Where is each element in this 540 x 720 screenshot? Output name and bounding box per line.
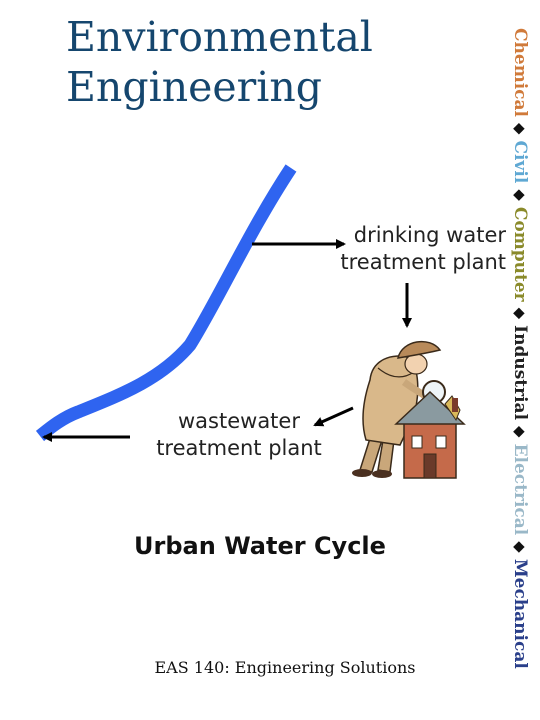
house-icon — [394, 390, 466, 479]
diamond-icon: ◆ — [511, 426, 529, 438]
diamond-icon: ◆ — [511, 307, 529, 320]
discipline-mechanical: Mechanical — [510, 558, 530, 669]
waste-label-line-1: wastewater — [178, 409, 300, 433]
diagram-caption: Urban Water Cycle — [134, 532, 386, 560]
discipline-industrial: Industrial — [510, 325, 530, 421]
diamond-icon: ◆ — [511, 189, 529, 201]
discipline-civil: Civil — [510, 140, 530, 184]
disciplines-list: Chemical ◆ Civil ◆ Computer ◆ Industrial ◆ Elect… — [508, 28, 532, 669]
waste-label-line-2: treatment plant — [156, 436, 322, 460]
discipline-electrical: Electrical — [510, 443, 530, 536]
drinking-label-line-2: treatment plant — [340, 250, 506, 274]
river — [35, 164, 297, 442]
drinking-label-line-1: drinking water — [353, 223, 506, 247]
diamond-icon: ◆ — [511, 541, 529, 553]
diamond-icon: ◆ — [511, 122, 529, 135]
title-line-2: Engineering — [66, 63, 322, 111]
wastewater-treatment-plant-label: wastewater treatment plant — [148, 408, 330, 462]
engineering-disciplines-sidebar: Chemical ◆ Civil ◆ Computer ◆ Industrial ◆ Elect… — [508, 28, 538, 669]
footer-course: EAS 140: Engineering Solutions — [154, 658, 416, 677]
title-line-1: Environmental — [66, 13, 373, 61]
to-wastewater-arrow — [313, 406, 354, 427]
discipline-chemical: Chemical — [510, 28, 530, 117]
page-title: Environmental Engineering — [66, 12, 486, 112]
discipline-computer: Computer — [510, 206, 530, 302]
drinking-water-treatment-plant-label: drinking water treatment plant — [336, 222, 506, 276]
